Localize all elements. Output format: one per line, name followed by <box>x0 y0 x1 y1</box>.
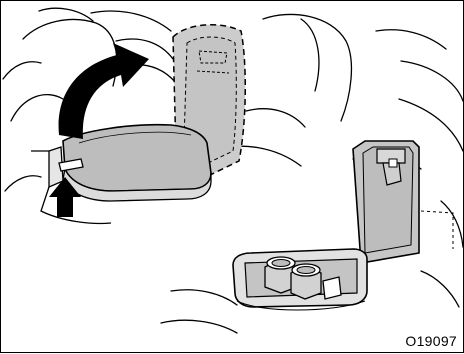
armrest-cushion-closed <box>63 125 211 201</box>
compartment-latch <box>323 277 341 299</box>
figure-code: O19097 <box>405 334 457 348</box>
armrest-lid-open <box>353 141 419 263</box>
seat-edge-bracket <box>421 211 453 249</box>
curved-arrow-up-icon <box>59 43 149 139</box>
cup-holder-right <box>291 264 321 299</box>
